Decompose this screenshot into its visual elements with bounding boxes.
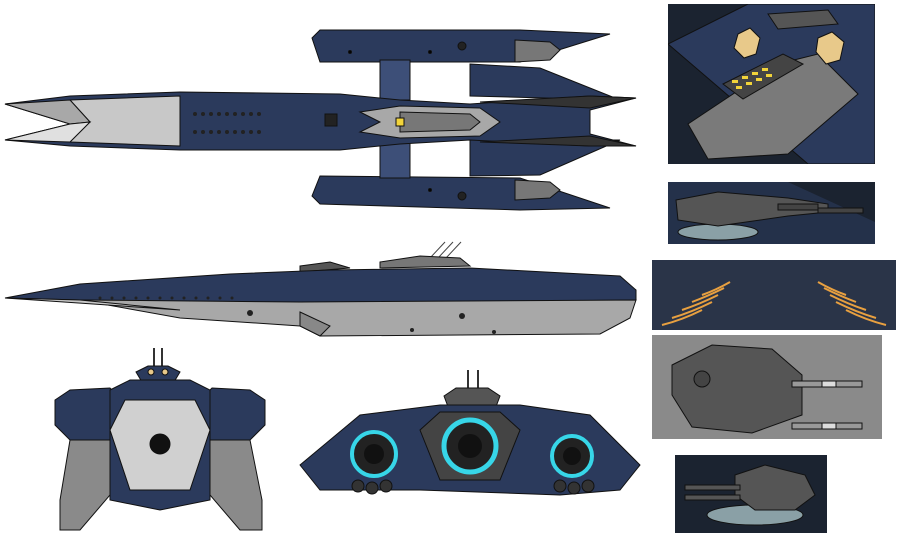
front-port [149, 433, 171, 455]
front-left-leg [59, 439, 111, 531]
rear-view [299, 370, 641, 496]
front-right-leg [209, 439, 263, 531]
detail-turret-small [675, 455, 827, 533]
detail-turret-side [668, 182, 875, 244]
upper-engine-pod [311, 29, 621, 101]
side-portholes [98, 296, 496, 334]
detail-turret-closeup [652, 335, 882, 439]
side-hull-lower [79, 299, 637, 337]
main-hull-top [4, 91, 637, 151]
detail-bridge-closeup [668, 4, 875, 164]
top-view [4, 29, 637, 211]
hull-portholes [193, 112, 261, 134]
side-view [4, 241, 637, 337]
lower-engine-pod [311, 139, 621, 211]
front-view [54, 348, 266, 531]
side-superstructure [379, 255, 472, 269]
rear-engines [350, 417, 595, 495]
detail-hangar-interior [652, 260, 896, 330]
